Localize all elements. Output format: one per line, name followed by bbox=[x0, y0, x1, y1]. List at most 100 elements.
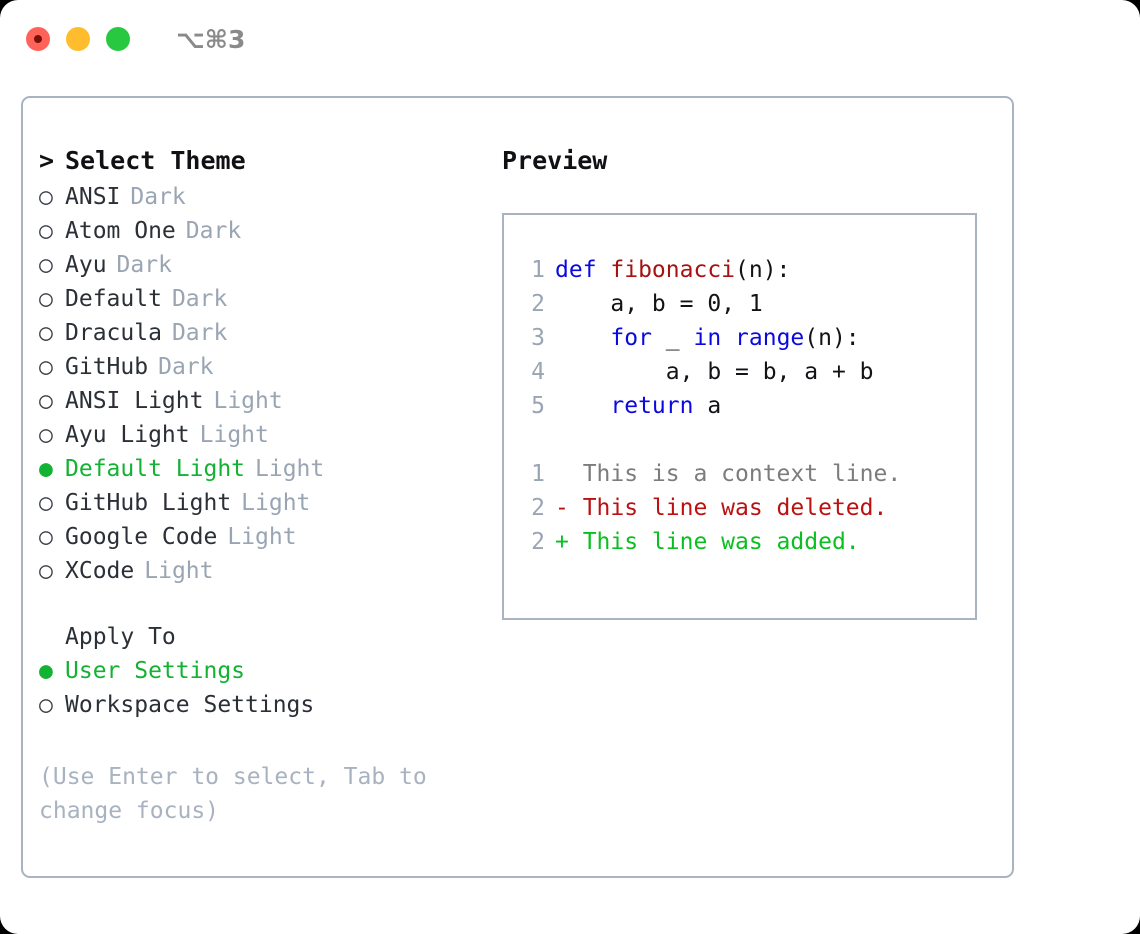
code-token bbox=[555, 393, 610, 419]
radio-unselected-icon: ○ bbox=[39, 558, 53, 584]
theme-list-item[interactable]: ● Default Light Light bbox=[39, 456, 479, 490]
theme-name-label: Default bbox=[65, 286, 162, 312]
theme-name-label: XCode bbox=[65, 558, 135, 584]
theme-list-item[interactable]: ○ Dracula Dark bbox=[39, 320, 479, 354]
apply-to-item[interactable]: ●User Settings bbox=[39, 658, 479, 692]
radio-unselected-icon: ○ bbox=[39, 524, 53, 550]
diff-line: 1 This is a context line. bbox=[517, 461, 967, 495]
code-token: (n): bbox=[804, 325, 860, 351]
radio-unselected-icon: ○ bbox=[39, 354, 53, 380]
theme-list-item[interactable]: ○ ANSI Light Light bbox=[39, 388, 479, 422]
theme-list-item[interactable]: ○ Ayu Dark bbox=[39, 252, 479, 286]
code-token: for bbox=[610, 325, 652, 351]
radio-unselected-icon: ○ bbox=[39, 388, 53, 414]
code-token: a, b = 0, 1 bbox=[555, 291, 763, 317]
theme-name-label: GitHub bbox=[65, 354, 149, 380]
diff-line: 2 + This line was added. bbox=[517, 529, 967, 563]
apply-to-item-label: Workspace Settings bbox=[65, 692, 315, 718]
theme-name-label: Google Code bbox=[65, 524, 218, 550]
theme-name-label: Dracula bbox=[65, 320, 162, 346]
page-title-label: Select Theme bbox=[65, 146, 246, 175]
code-line-number: 1 bbox=[531, 257, 545, 283]
theme-variant-tag: Light bbox=[241, 490, 311, 516]
code-line: 3 for _ in range(n): bbox=[517, 325, 967, 359]
code-line-text: for _ in range(n): bbox=[555, 325, 860, 351]
radio-unselected-icon: ○ bbox=[39, 320, 53, 346]
theme-variant-tag: Light bbox=[213, 388, 283, 414]
theme-name-label: Atom One bbox=[65, 218, 176, 244]
code-token: (n): bbox=[735, 257, 791, 283]
theme-variant-tag: Dark bbox=[158, 354, 214, 380]
maximize-window-button[interactable] bbox=[106, 27, 130, 51]
theme-variant-tag: Light bbox=[255, 456, 325, 482]
code-token: a bbox=[693, 393, 722, 419]
code-line-number: 3 bbox=[531, 325, 545, 351]
theme-variant-tag: Dark bbox=[116, 252, 172, 278]
diff-line-number: 2 bbox=[531, 495, 545, 521]
code-blank-line bbox=[517, 427, 967, 461]
theme-variant-tag: Light bbox=[199, 422, 269, 448]
diff-line: 2 - This line was deleted. bbox=[517, 495, 967, 529]
page-title: > Select Theme bbox=[39, 146, 479, 184]
diff-line-text: - This line was deleted. bbox=[555, 495, 888, 521]
window-controls bbox=[26, 27, 130, 51]
code-line-number: 5 bbox=[531, 393, 545, 419]
code-line: 4 a, b = b, a + b bbox=[517, 359, 967, 393]
diff-line-text: This is a context line. bbox=[555, 461, 902, 487]
theme-variant-tag: Light bbox=[144, 558, 214, 584]
diff-line-number: 2 bbox=[531, 529, 545, 555]
code-line: 2 a, b = 0, 1 bbox=[517, 291, 967, 325]
theme-name-label: Ayu bbox=[65, 252, 107, 278]
radio-unselected-icon: ○ bbox=[39, 252, 53, 278]
apply-to-item[interactable]: ○ Workspace Settings bbox=[39, 692, 479, 726]
theme-variant-tag: Dark bbox=[185, 218, 242, 244]
code-token: a, b = b, a + b bbox=[555, 359, 874, 385]
radio-selected-icon: ● bbox=[39, 658, 53, 684]
theme-list-item[interactable]: ○ Google Code Light bbox=[39, 524, 479, 558]
code-token: _ bbox=[651, 325, 694, 351]
theme-name-label: ANSI bbox=[65, 184, 121, 210]
theme-name-label: Default Light bbox=[65, 456, 246, 482]
caret-icon: > bbox=[39, 146, 55, 175]
radio-unselected-icon: ○ bbox=[39, 218, 53, 244]
code-line-text: return a bbox=[555, 393, 721, 419]
theme-list-item[interactable]: ○ XCode Light bbox=[39, 558, 479, 592]
code-token: in range bbox=[693, 325, 805, 351]
keyboard-hint: (Use Enter to select, Tab to change focu… bbox=[39, 764, 427, 824]
code-line-number: 4 bbox=[531, 359, 545, 385]
code-token: def bbox=[555, 257, 611, 283]
minimize-window-button[interactable] bbox=[66, 27, 90, 51]
theme-variant-tag: Dark bbox=[171, 320, 228, 346]
radio-unselected-icon: ○ bbox=[39, 422, 53, 448]
code-token: return bbox=[610, 393, 694, 419]
theme-variant-tag: Dark bbox=[171, 286, 228, 312]
code-line-text: a, b = b, a + b bbox=[555, 359, 874, 385]
radio-unselected-icon: ○ bbox=[39, 490, 53, 516]
theme-list-item[interactable]: ○ Default Dark bbox=[39, 286, 479, 320]
radio-unselected-icon: ○ bbox=[39, 286, 53, 312]
radio-unselected-icon: ○ bbox=[39, 692, 53, 718]
theme-variant-tag: Light bbox=[227, 524, 297, 550]
theme-list-item[interactable]: ○ GitHub Dark bbox=[39, 354, 479, 388]
theme-list-item[interactable]: ○ ANSI Dark bbox=[39, 184, 479, 218]
theme-name-label: ANSI Light bbox=[65, 388, 204, 414]
close-window-button[interactable] bbox=[26, 27, 50, 51]
keyboard-shortcut-label: ⌥⌘3 bbox=[176, 24, 246, 54]
preview-title: Preview bbox=[502, 146, 608, 175]
code-token bbox=[555, 325, 610, 351]
theme-list-item[interactable]: ○ Atom One Dark bbox=[39, 218, 479, 252]
radio-selected-icon: ● bbox=[39, 456, 53, 482]
code-line: 5 return a bbox=[517, 393, 967, 427]
theme-variant-tag: Dark bbox=[130, 184, 186, 210]
title-bar: ⌥⌘3 bbox=[0, 0, 1140, 78]
diff-line-text: + This line was added. bbox=[555, 529, 860, 555]
radio-unselected-icon: ○ bbox=[39, 184, 53, 210]
apply-to-list: ●User Settings○ Workspace Settings bbox=[39, 658, 479, 726]
